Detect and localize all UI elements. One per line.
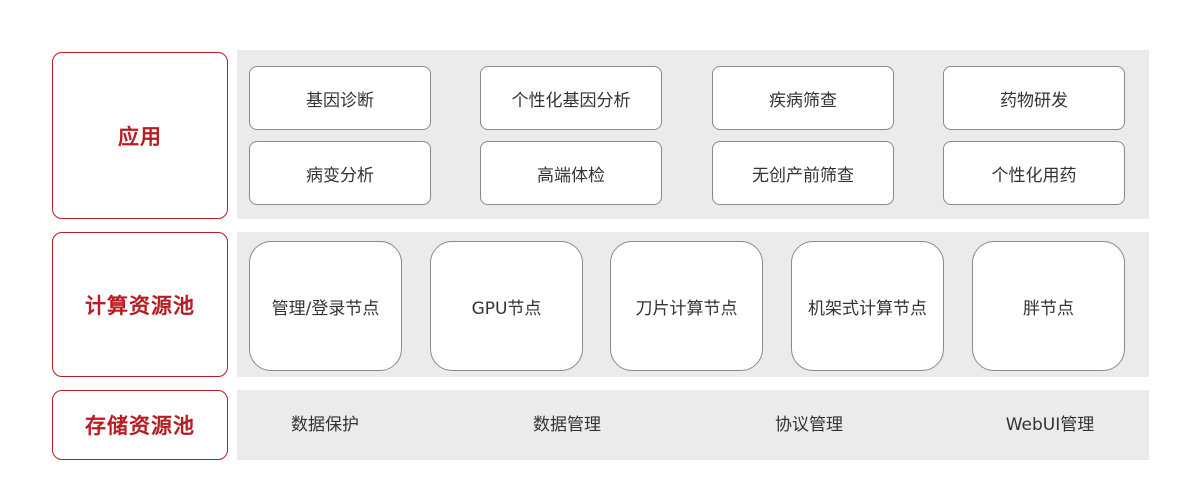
storage-item-data-management[interactable]: 数据管理 xyxy=(533,415,601,435)
node-card-gpu[interactable]: GPU节点 xyxy=(430,241,583,371)
app-card-lesion-analysis[interactable]: 病变分析 xyxy=(249,141,431,205)
app-card-premium-checkup[interactable]: 高端体检 xyxy=(480,141,662,205)
app-card-gene-diagnosis[interactable]: 基因诊断 xyxy=(249,66,431,130)
node-card-blade[interactable]: 刀片计算节点 xyxy=(610,241,763,371)
node-card-rack[interactable]: 机架式计算节点 xyxy=(791,241,944,371)
app-card-personalized-medication[interactable]: 个性化用药 xyxy=(943,141,1125,205)
storage-item-protocol-management[interactable]: 协议管理 xyxy=(775,415,843,435)
app-card-disease-screening[interactable]: 疾病筛查 xyxy=(712,66,894,130)
storage-pool-label: 存储资源池 xyxy=(52,390,228,460)
app-card-nipt[interactable]: 无创产前筛查 xyxy=(712,141,894,205)
application-layer-label: 应用 xyxy=(52,52,228,219)
compute-pool-label: 计算资源池 xyxy=(52,232,228,377)
storage-item-webui-management[interactable]: WebUI管理 xyxy=(1005,415,1095,435)
app-card-drug-development[interactable]: 药物研发 xyxy=(943,66,1125,130)
node-card-fat[interactable]: 胖节点 xyxy=(972,241,1125,371)
storage-pool-panel: 数据保护 数据管理 协议管理 WebUI管理 xyxy=(237,390,1149,460)
app-card-personalized-gene-analysis[interactable]: 个性化基因分析 xyxy=(480,66,662,130)
storage-item-data-protection[interactable]: 数据保护 xyxy=(291,415,359,435)
node-card-management-login[interactable]: 管理/登录节点 xyxy=(249,241,402,371)
application-layer-panel: 基因诊断 个性化基因分析 疾病筛查 药物研发 病变分析 高端体检 无创产前筛查 … xyxy=(237,50,1149,219)
compute-pool-panel: 管理/登录节点 GPU节点 刀片计算节点 机架式计算节点 胖节点 xyxy=(237,232,1149,377)
